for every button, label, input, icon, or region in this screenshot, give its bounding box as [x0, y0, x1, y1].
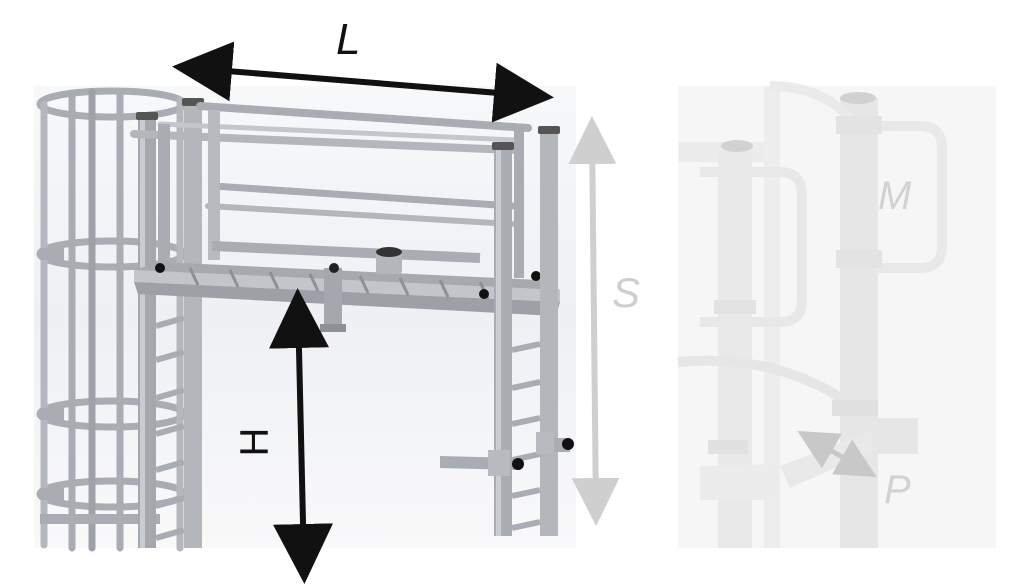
- platform-deck: [134, 241, 560, 332]
- platform-depth-arrow: [797, 430, 877, 478]
- height-label: H: [232, 427, 277, 457]
- length-label: L: [336, 15, 361, 64]
- length-dimension-arrow: [172, 41, 554, 123]
- total-height-dimension-arrow: [568, 116, 620, 526]
- total-height-label: S: [612, 269, 641, 316]
- left-ladder: [136, 98, 204, 548]
- handrail-label: M: [878, 174, 912, 218]
- right-ladder: [440, 126, 574, 536]
- platform-handrail: [130, 102, 532, 278]
- height-dimension-arrow: [268, 288, 334, 584]
- cage-brackets: [40, 248, 160, 524]
- platform-depth-label: P: [884, 468, 911, 512]
